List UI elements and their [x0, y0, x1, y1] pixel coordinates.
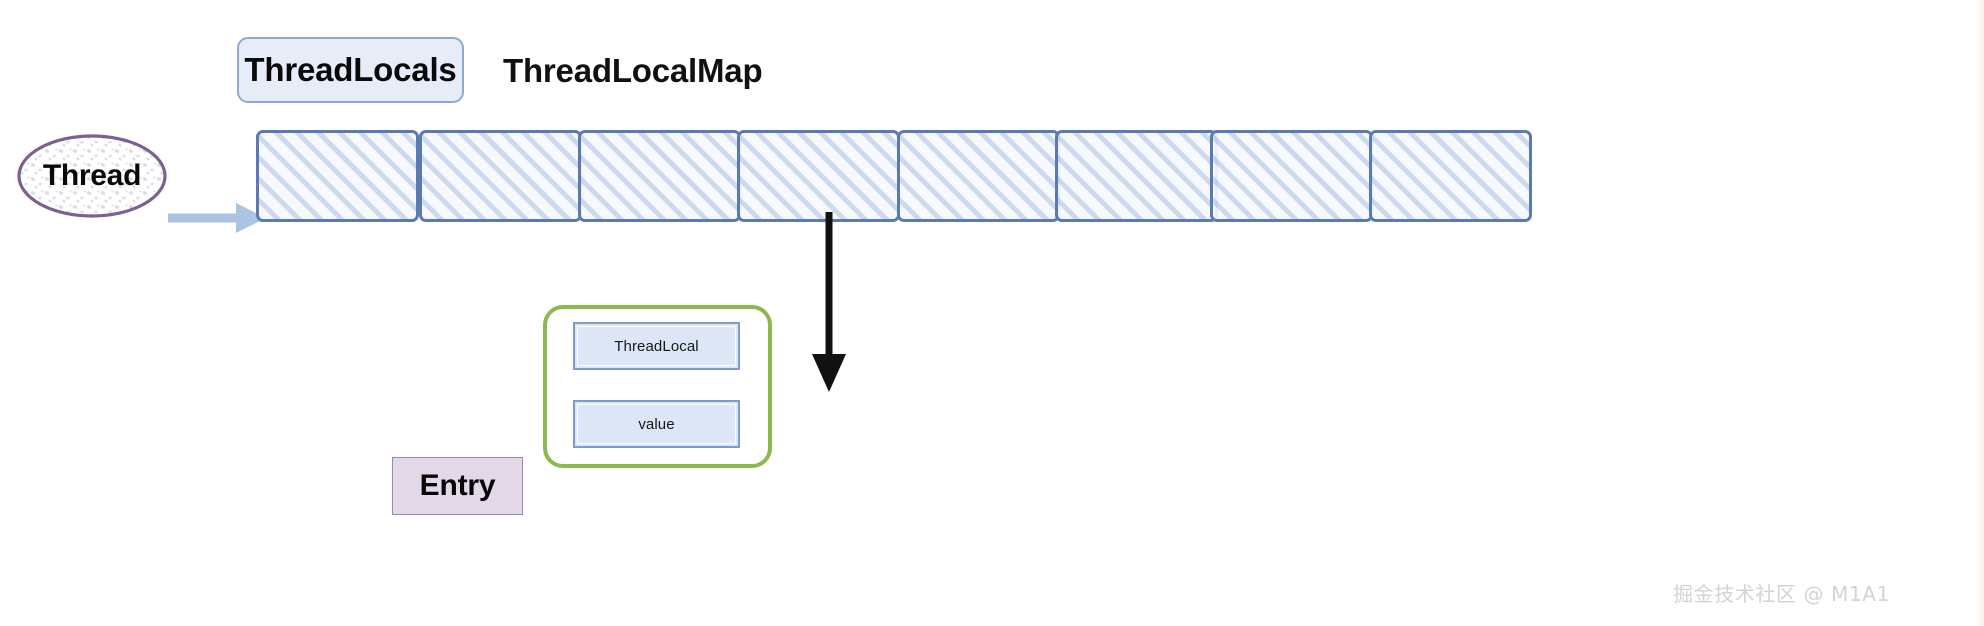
array-cell[interactable] [737, 130, 900, 222]
array-cell-border [578, 130, 741, 222]
array-cell[interactable] [897, 130, 1060, 222]
array-cell-fill [897, 130, 1060, 222]
array-cell-fill [737, 130, 900, 222]
array-cell-border [1210, 130, 1373, 222]
threadlocals-label-text: ThreadLocals [244, 51, 457, 88]
threadlocals-label-box: ThreadLocals [237, 37, 464, 103]
threadlocalmap-array [256, 130, 1532, 222]
entry-field-threadlocal[interactable]: ThreadLocal [573, 322, 740, 370]
thread-to-array-arrow [168, 196, 268, 240]
array-cell[interactable] [1369, 130, 1532, 222]
entry-label-box: Entry [392, 457, 523, 515]
thread-node: Thread [16, 134, 168, 218]
array-cell-fill [578, 130, 741, 222]
array-cell[interactable] [256, 130, 419, 222]
array-cell-border [737, 130, 900, 222]
array-cell-fill [1210, 130, 1373, 222]
arrow-right-icon [168, 203, 266, 233]
cell-to-entry-arrow [806, 212, 852, 392]
array-cell-border [1055, 130, 1218, 222]
watermark: 掘金技术社区 @ M1A1 [1673, 582, 1890, 606]
entry-container: ThreadLocal value [543, 305, 772, 468]
entry-field-value[interactable]: value [573, 400, 740, 448]
array-cell-fill [256, 130, 419, 222]
right-edge-tint [1975, 0, 1984, 626]
entry-field-value-label: value [638, 415, 675, 433]
array-cell-border [897, 130, 1060, 222]
thread-node-label: Thread [42, 159, 142, 192]
entry-label-text: Entry [419, 469, 496, 502]
array-cell-border [1369, 130, 1532, 222]
array-cell-fill [419, 130, 582, 222]
array-cell[interactable] [1055, 130, 1218, 222]
array-cell[interactable] [1210, 130, 1373, 222]
thread-ellipse-icon [17, 134, 167, 218]
array-cell-border [256, 130, 419, 222]
array-cell-fill [1369, 130, 1532, 222]
arrow-down-icon [812, 212, 846, 392]
array-cell-fill [1055, 130, 1218, 222]
array-cell[interactable] [419, 130, 582, 222]
array-cell[interactable] [578, 130, 741, 222]
array-cell-border [419, 130, 582, 222]
entry-field-threadlocal-label: ThreadLocal [614, 337, 699, 355]
threadlocalmap-title: ThreadLocalMap [503, 52, 763, 89]
